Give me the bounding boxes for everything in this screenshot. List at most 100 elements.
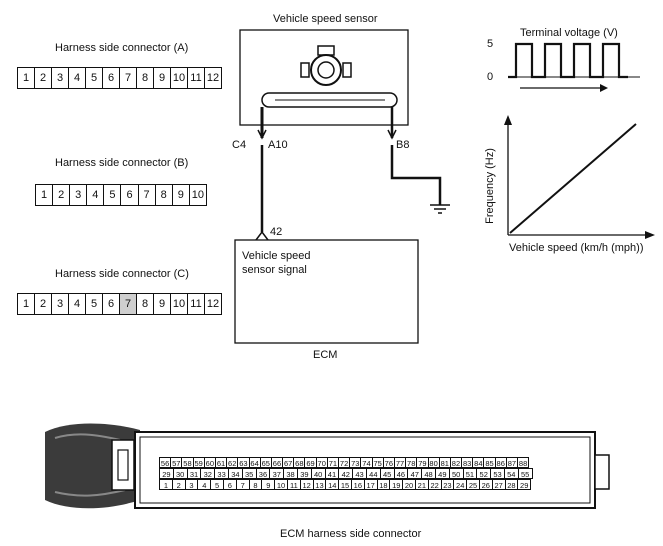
connector-b-pin: 5 <box>104 185 122 205</box>
ecm-pin: 26 <box>478 479 493 490</box>
ecm-pin: 51 <box>462 468 478 479</box>
ecm-pin: 5 <box>210 479 224 490</box>
ecm-pin: 10 <box>274 479 288 490</box>
ecm-pin: 37 <box>269 468 285 479</box>
ecm-pin: 12 <box>299 479 314 490</box>
connector-c-pin: 5 <box>86 294 103 314</box>
connector-c-pin: 6 <box>103 294 120 314</box>
connector-a-pin: 2 <box>35 68 52 88</box>
ecm-pin: 6 <box>222 479 237 490</box>
ecm-pin: 45 <box>379 468 395 479</box>
ecm-pin: 30 <box>172 468 188 479</box>
connector-a-pin: 11 <box>188 68 205 88</box>
ecm-pin: 17 <box>363 479 378 490</box>
terminal-a10-label: A10 <box>268 139 288 151</box>
frequency-xlabel: Vehicle speed (km/h (mph)) <box>509 242 644 254</box>
ecm-pin: 7 <box>235 479 250 490</box>
frequency-graph <box>504 115 655 239</box>
terminal-c4-label: C4 <box>232 139 247 151</box>
ecm-pin: 55 <box>517 468 533 479</box>
sensor-box <box>239 29 409 126</box>
connector-b-pin: 2 <box>53 185 71 205</box>
ecm-pin: 33 <box>214 468 229 479</box>
ecm-pin: 18 <box>376 479 391 490</box>
wire-ground <box>390 145 442 205</box>
connector-c-pin: 4 <box>69 294 86 314</box>
connector-a-pin: 1 <box>18 68 35 88</box>
ecm-pin: 22 <box>427 479 442 490</box>
ecm-pin: 21 <box>414 479 429 490</box>
ecm-pin: 15 <box>338 479 352 490</box>
connector-c-pin: 2 <box>35 294 52 314</box>
connector-a-pin: 3 <box>52 68 69 88</box>
terminal-b8-label: B8 <box>396 139 410 151</box>
connector-a-pin: 5 <box>86 68 103 88</box>
ecm-pin: 29 <box>159 468 174 479</box>
ecm-signal-line1: Vehicle speed <box>242 250 311 262</box>
ecm-pin: 41 <box>324 468 340 479</box>
voltage-high-label: 5 <box>487 38 494 50</box>
ecm-pin: 44 <box>365 468 381 479</box>
ecm-pin: 29 <box>517 479 532 490</box>
connector-b-pin: 4 <box>87 185 105 205</box>
connector-a-pin: 8 <box>137 68 154 88</box>
ecm-pin: 47 <box>407 468 423 479</box>
ecm-pin: 43 <box>352 468 367 479</box>
ecm-pin: 35 <box>241 468 257 479</box>
ecm-pin: 36 <box>255 468 271 479</box>
ecm-pin: 40 <box>310 468 326 479</box>
ecm-pin: 2 <box>171 479 186 490</box>
connector-c-label: Harness side connector (C) <box>55 268 189 280</box>
ecm-label: ECM <box>313 349 338 361</box>
ecm-signal-line2: sensor signal <box>242 264 307 276</box>
connector-b-pin: 7 <box>139 185 156 205</box>
voltage-waveform <box>508 42 640 92</box>
sensor-label: Vehicle speed sensor <box>273 13 378 25</box>
connector-a-pin: 10 <box>171 68 188 88</box>
ecm-pin: 88 <box>517 457 530 468</box>
ecm-terminal-label: 42 <box>270 226 283 238</box>
connector-c-pin: 3 <box>52 294 69 314</box>
ecm-connector-label: ECM harness side connector <box>280 528 422 540</box>
connector-b-pin: 8 <box>156 185 173 205</box>
connector-c-pin: 7 <box>120 294 137 314</box>
ecm-pin: 28 <box>504 479 519 490</box>
ecm-pin: 49 <box>434 468 450 479</box>
connector-b-pin: 6 <box>121 185 139 205</box>
ecm-pin: 42 <box>338 468 354 479</box>
ecm-pin: 48 <box>421 468 436 479</box>
ecm-pin: 14 <box>325 479 340 490</box>
ecm-pin: 25 <box>466 479 480 490</box>
connector-b-label: Harness side connector (B) <box>55 157 189 169</box>
ecm-pin: 32 <box>200 468 216 479</box>
voltage-title: Terminal voltage (V) <box>520 27 618 39</box>
ecm-pin: 9 <box>261 479 276 490</box>
connector-a-label: Harness side connector (A) <box>55 42 189 54</box>
ecm-box <box>234 239 419 344</box>
ecm-pin: 20 <box>402 479 416 490</box>
connector-a-pin: 6 <box>103 68 120 88</box>
ecm-pin: 24 <box>453 479 468 490</box>
connector-b-pin: 1 <box>36 185 54 205</box>
ecm-pin: 53 <box>490 468 505 479</box>
ecm-pin: 13 <box>312 479 327 490</box>
connector-c-pin: 9 <box>154 294 171 314</box>
connector-b-pin: 3 <box>70 185 88 205</box>
connector-c-pin: 1 <box>18 294 35 314</box>
sensor-body-icon <box>261 45 398 108</box>
ecm-pin: 11 <box>286 479 301 490</box>
ecm-pin: 54 <box>503 468 519 479</box>
ecm-pin: 34 <box>227 468 243 479</box>
ground-icon <box>430 204 450 214</box>
ecm-pin: 8 <box>248 479 263 490</box>
connector-c-pin: 10 <box>171 294 188 314</box>
ecm-pin: 50 <box>448 468 464 479</box>
ecm-pin: 27 <box>491 479 506 490</box>
connector-c-pin: 8 <box>137 294 154 314</box>
ecm-pin: 52 <box>476 468 492 479</box>
ecm-pin: 23 <box>440 479 455 490</box>
